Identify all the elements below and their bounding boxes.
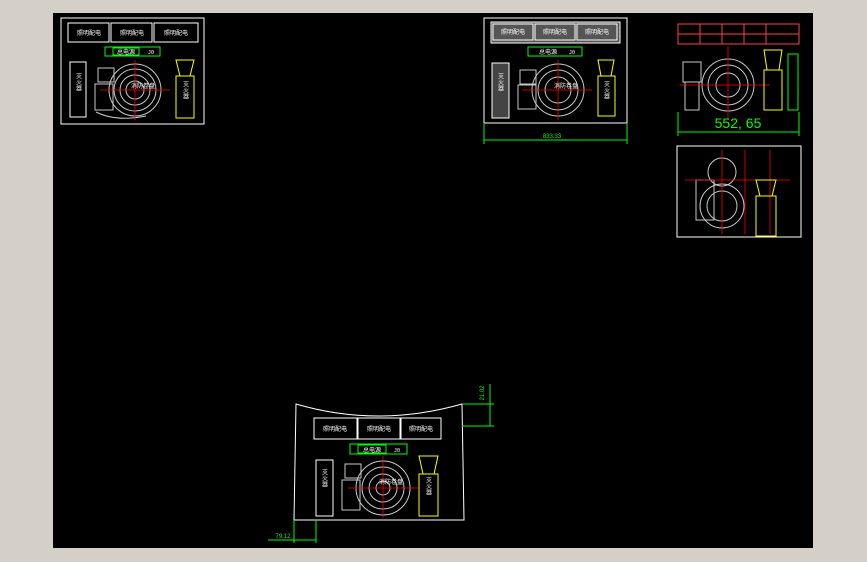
dimension-front-height-value: 21.02 — [480, 385, 486, 401]
cabinet-button-label: 照明配电 — [77, 29, 101, 37]
drawing-canvas[interactable] — [53, 13, 813, 548]
reel-label: 消防卷盘 — [131, 82, 155, 90]
extinguisher-door-label: 灭火器 — [75, 73, 82, 92]
main-switch-label: 总电源 — [117, 48, 135, 56]
view-side: 552, 65 — [677, 23, 800, 136]
cabinet-button-label: 照明配电 — [164, 29, 188, 37]
extinguisher-label: 灭火器 — [425, 477, 432, 496]
dimension-top-width-value: 833.33 — [543, 134, 562, 140]
reel-label: 消防卷盘 — [554, 82, 578, 90]
button-row: 照明配电 照明配电 照明配电 — [67, 22, 199, 43]
dimension-front-offset — [268, 520, 317, 543]
cabinet-button-label: 照明配电 — [323, 425, 347, 433]
cabinet-button-label: 照明配电 — [501, 28, 525, 36]
view-front-small: 照明配电 照明配电 照明配电 总电源 J0 灭火器 消防卷盘 — [60, 17, 205, 125]
cabinet-button-label: 照明配电 — [585, 28, 609, 36]
extinguisher — [175, 59, 195, 119]
view-rear — [676, 145, 802, 238]
dimension-top-width — [483, 124, 628, 144]
switch-code: J0 — [569, 50, 575, 56]
extinguisher-door-label: 灭火器 — [321, 469, 328, 488]
hose-reel — [94, 63, 162, 119]
main-switch-label: 总电源 — [539, 48, 557, 56]
cabinet-button-label: 照明配电 — [120, 29, 144, 37]
dimension-front-height — [462, 384, 494, 427]
cabinet-button-label: 照明配电 — [409, 425, 433, 433]
view-plan: 照明配电 照明配电 照明配电 总电源 J0 灭火器 消防卷盘 灭火器 833.3… — [483, 17, 628, 144]
extinguisher-label: 灭火器 — [603, 81, 610, 100]
extinguisher-label: 灭火器 — [182, 81, 189, 100]
dimension-side-width — [677, 112, 800, 136]
switch-code: J0 — [148, 50, 154, 56]
main-switch: 总电源 J0 — [104, 46, 161, 57]
reel-label: 消防卷盘 — [379, 478, 403, 486]
dimension-side-width-value: 552, 65 — [715, 115, 762, 131]
dimension-front-offset-value: 79.12 — [275, 534, 291, 540]
view-front-large: 照明配电 照明配电 照明配电 总电源 J0 灭火器 消防卷盘 灭火器 — [268, 384, 494, 543]
main-switch-label: 总电源 — [363, 446, 381, 454]
extinguisher-door-label: 灭火器 — [497, 73, 504, 92]
cabinet-button-label: 照明配电 — [367, 425, 391, 433]
switch-code: J0 — [394, 448, 400, 454]
cabinet-button-label: 照明配电 — [543, 28, 567, 36]
